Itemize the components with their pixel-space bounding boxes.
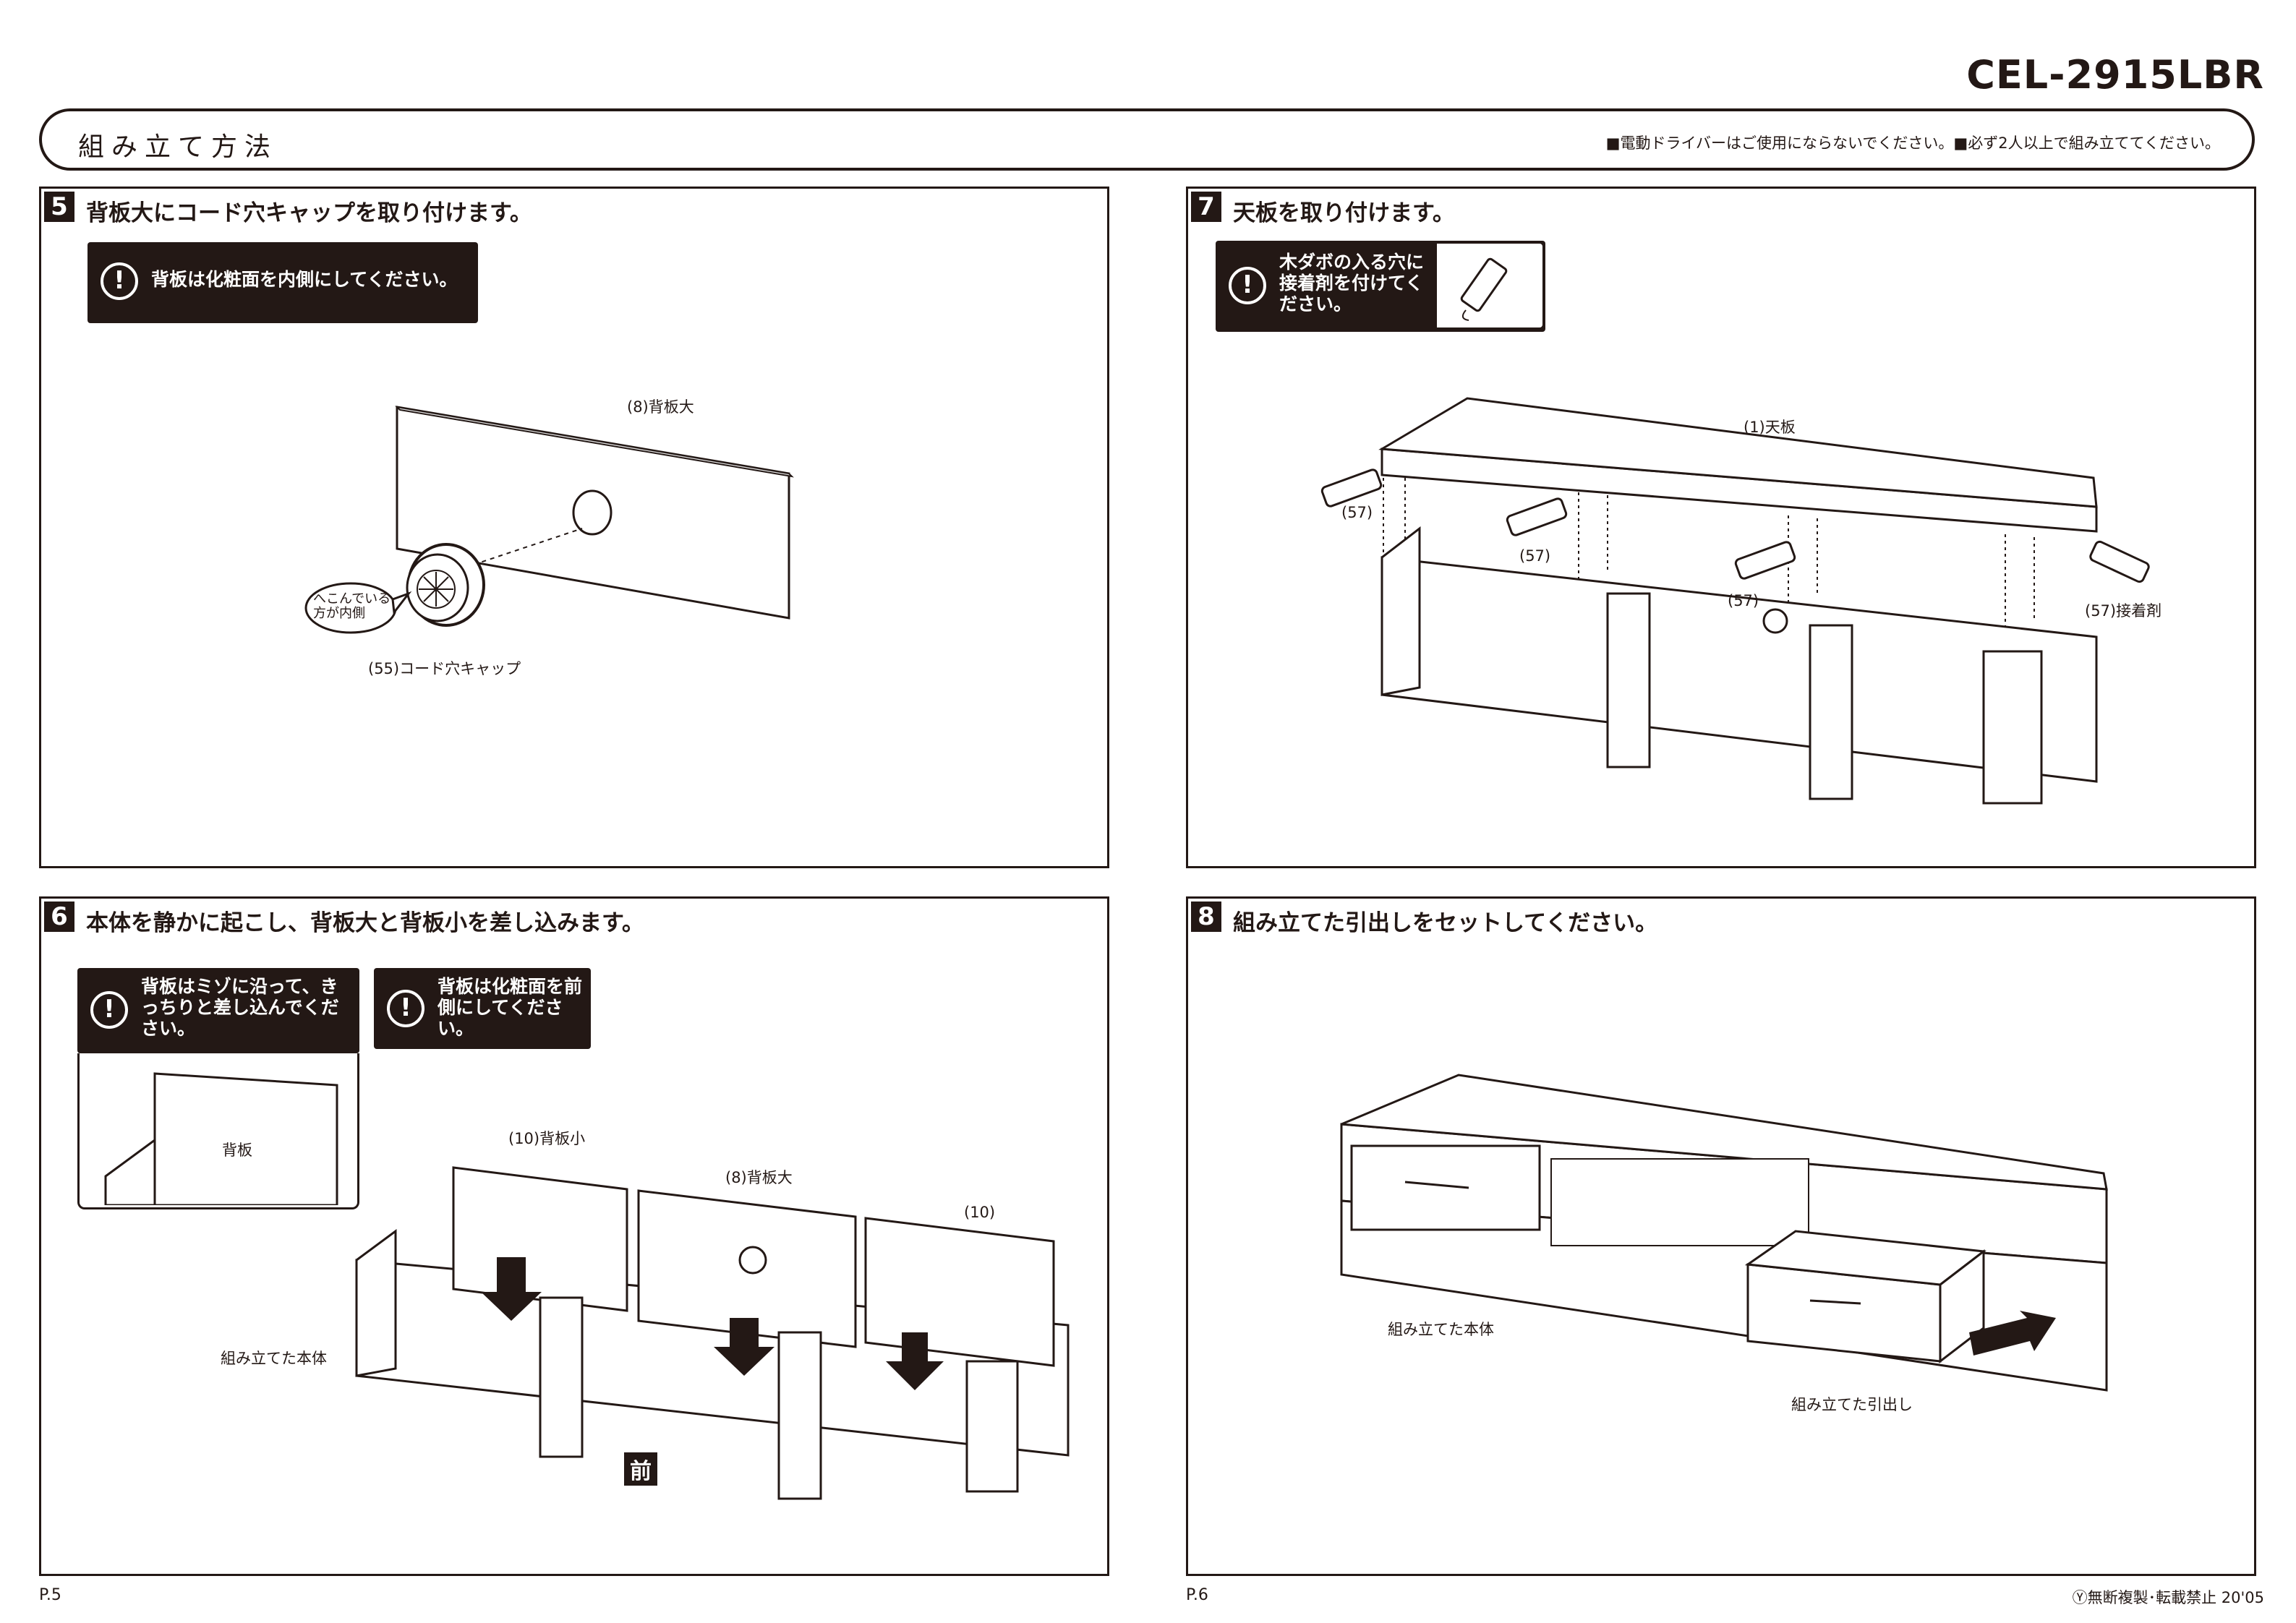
header-bar: 組み立て方法 ■電動ドライバーはご使用にならないでください。■必ず2人以上で組み… <box>39 108 2255 171</box>
assembled-drawer-label: 組み立てた引出し <box>1791 1396 1913 1413</box>
step-6-panel: 6 本体を静かに起こし、背板大と背板小を差し込みます。 ! 背板はミゾに沿って、… <box>39 896 1109 1576</box>
caution-note-groove: ! 背板はミゾに沿って、きっちりと差し込んでください。 <box>77 968 359 1053</box>
exclamation-icon: ! <box>1229 267 1266 304</box>
glue-label-1: (57) <box>1341 504 1373 521</box>
caution-note: ! 背板は化粧面を内側にしてください。 <box>88 242 478 323</box>
exclamation-icon: ! <box>90 991 128 1029</box>
assembled-body-label: 組み立てた本体 <box>1388 1321 1494 1338</box>
caution-note-face: ! 背板は化粧面を前側にしてください。 <box>374 968 591 1049</box>
step-title: 背板大にコード穴キャップを取り付けます。 <box>86 200 532 226</box>
left-page-number: P.5 <box>39 1586 61 1604</box>
step-7-panel: 7 天板を取り付けます。 ! 木ダボの入る穴に接着剤を付けてください。 <box>1186 187 2256 868</box>
model-number: CEL-2915LBR <box>1966 52 2264 98</box>
top-board-illustration <box>1320 397 2150 805</box>
small-back-panel-label-2: (10) <box>964 1204 996 1221</box>
back-panel-large-label: (8)背板大 <box>627 398 694 416</box>
caution-note: ! 木ダボの入る穴に接着剤を付けてください。 <box>1216 241 1545 332</box>
caution-text: 背板は化粧面を内側にしてください。 <box>151 269 458 290</box>
step-5-panel: 5 背板大にコード穴キャップを取り付けます。 ! 背板は化粧面を内側にしてくださ… <box>39 187 1109 868</box>
caution-text: 背板はミゾに沿って、きっちりと差し込んでください。 <box>141 976 339 1039</box>
cord-cap-label: (55)コード穴キャップ <box>368 660 521 677</box>
groove-inset <box>77 1053 359 1209</box>
step-title: 天板を取り付けます。 <box>1233 200 1455 226</box>
top-board-label: (1)天板 <box>1744 419 1796 436</box>
header-notes: ■電動ドライバーはご使用にならないでください。■必ず2人以上で組み立ててください… <box>1605 134 2220 152</box>
drawer-set-illustration <box>1340 1074 2108 1392</box>
step-number: 7 <box>1191 192 1221 222</box>
glue-tube-icon <box>1437 244 1542 327</box>
inner-side-bubble: へこんでいる方が内側 <box>313 591 391 621</box>
step-number: 5 <box>44 192 74 222</box>
step-title: 組み立てた引出しをセットしてください。 <box>1233 910 1658 936</box>
small-back-panel-label: (10)背板小 <box>508 1130 586 1147</box>
right-page-number: P.6 <box>1186 1586 1208 1604</box>
copyright-notice: Ⓨ無断複製･転載禁止 20'05 <box>2072 1589 2264 1606</box>
step-8-panel: 8 組み立てた引出しをセットしてください。 組み立てた本体 組み立てた引出し <box>1186 896 2256 1576</box>
front-marker: 前 <box>624 1452 657 1486</box>
exclamation-icon: ! <box>101 262 138 300</box>
glue-label-2: (57) <box>1519 547 1551 565</box>
exclamation-icon: ! <box>387 990 424 1027</box>
caution-text: 背板は化粧面を前側にしてください。 <box>438 976 583 1039</box>
glue-label-3: (57) <box>1728 592 1759 609</box>
step-title: 本体を静かに起こし、背板大と背板小を差し込みます。 <box>86 910 644 936</box>
large-back-panel-label: (8)背板大 <box>725 1169 793 1186</box>
assembled-body-label: 組み立てた本体 <box>221 1350 327 1367</box>
back-panel-illustration <box>304 406 794 634</box>
step-number: 6 <box>44 902 74 932</box>
page-title: 組み立て方法 <box>78 132 278 162</box>
caution-text: 木ダボの入る穴に接着剤を付けてください。 <box>1279 252 1425 314</box>
glue-label-4: (57)接着剤 <box>2085 602 2162 620</box>
inset-back-panel-label: 背板 <box>222 1142 252 1159</box>
insert-panels-illustration <box>355 1166 1070 1500</box>
step-number: 8 <box>1191 902 1221 932</box>
